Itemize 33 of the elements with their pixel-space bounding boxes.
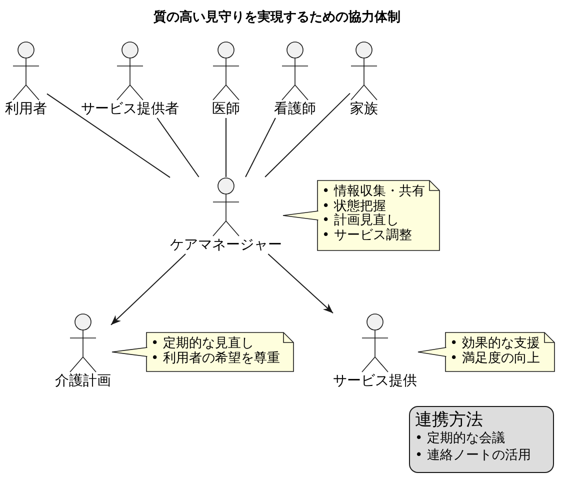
actor-label: 家族: [350, 101, 378, 118]
list-item: • 状態把握: [322, 200, 386, 214]
diagram-title: 質の高い見守りを実現するための協力体制: [152, 10, 402, 26]
note-pointer: [418, 347, 447, 357]
note-card: [146, 332, 294, 372]
note-pointer: [282, 210, 319, 220]
list-item: • 連絡ノートの活用: [415, 447, 531, 464]
list-item: • 効果的な支援: [450, 337, 540, 351]
actor-label: 医師: [212, 101, 240, 118]
note-card: [445, 332, 555, 372]
actor-label: ケアマネージャー: [170, 237, 282, 254]
list-item: • 利用者の希望を尊重: [151, 352, 280, 366]
connector-line: [46, 93, 170, 178]
list-item: • 計画見直し: [322, 214, 399, 228]
actor-label: サービス提供: [333, 373, 417, 390]
actor-label: サービス提供者: [81, 101, 179, 118]
arrow: [110, 254, 186, 326]
actor-label: 利用者: [5, 101, 47, 118]
legend-panel: [409, 406, 554, 473]
list-item: • 定期的な見直し: [151, 337, 254, 351]
connector-line: [156, 118, 200, 178]
actor-label: 看護師: [274, 101, 316, 118]
list-item: • 情報収集・共有: [322, 185, 425, 199]
list-item: • 定期的な会議: [415, 430, 505, 447]
connector-line: [264, 92, 350, 178]
list-item: • 満足度の向上: [450, 352, 540, 366]
note-card: [317, 180, 440, 251]
actor-label: 介護計画: [55, 373, 111, 390]
panel-heading: 連携方法: [415, 410, 483, 430]
note-pointer: [112, 347, 148, 357]
connector-line: [245, 118, 276, 178]
list-item: • サービス調整: [322, 228, 412, 243]
arrow: [268, 254, 334, 314]
